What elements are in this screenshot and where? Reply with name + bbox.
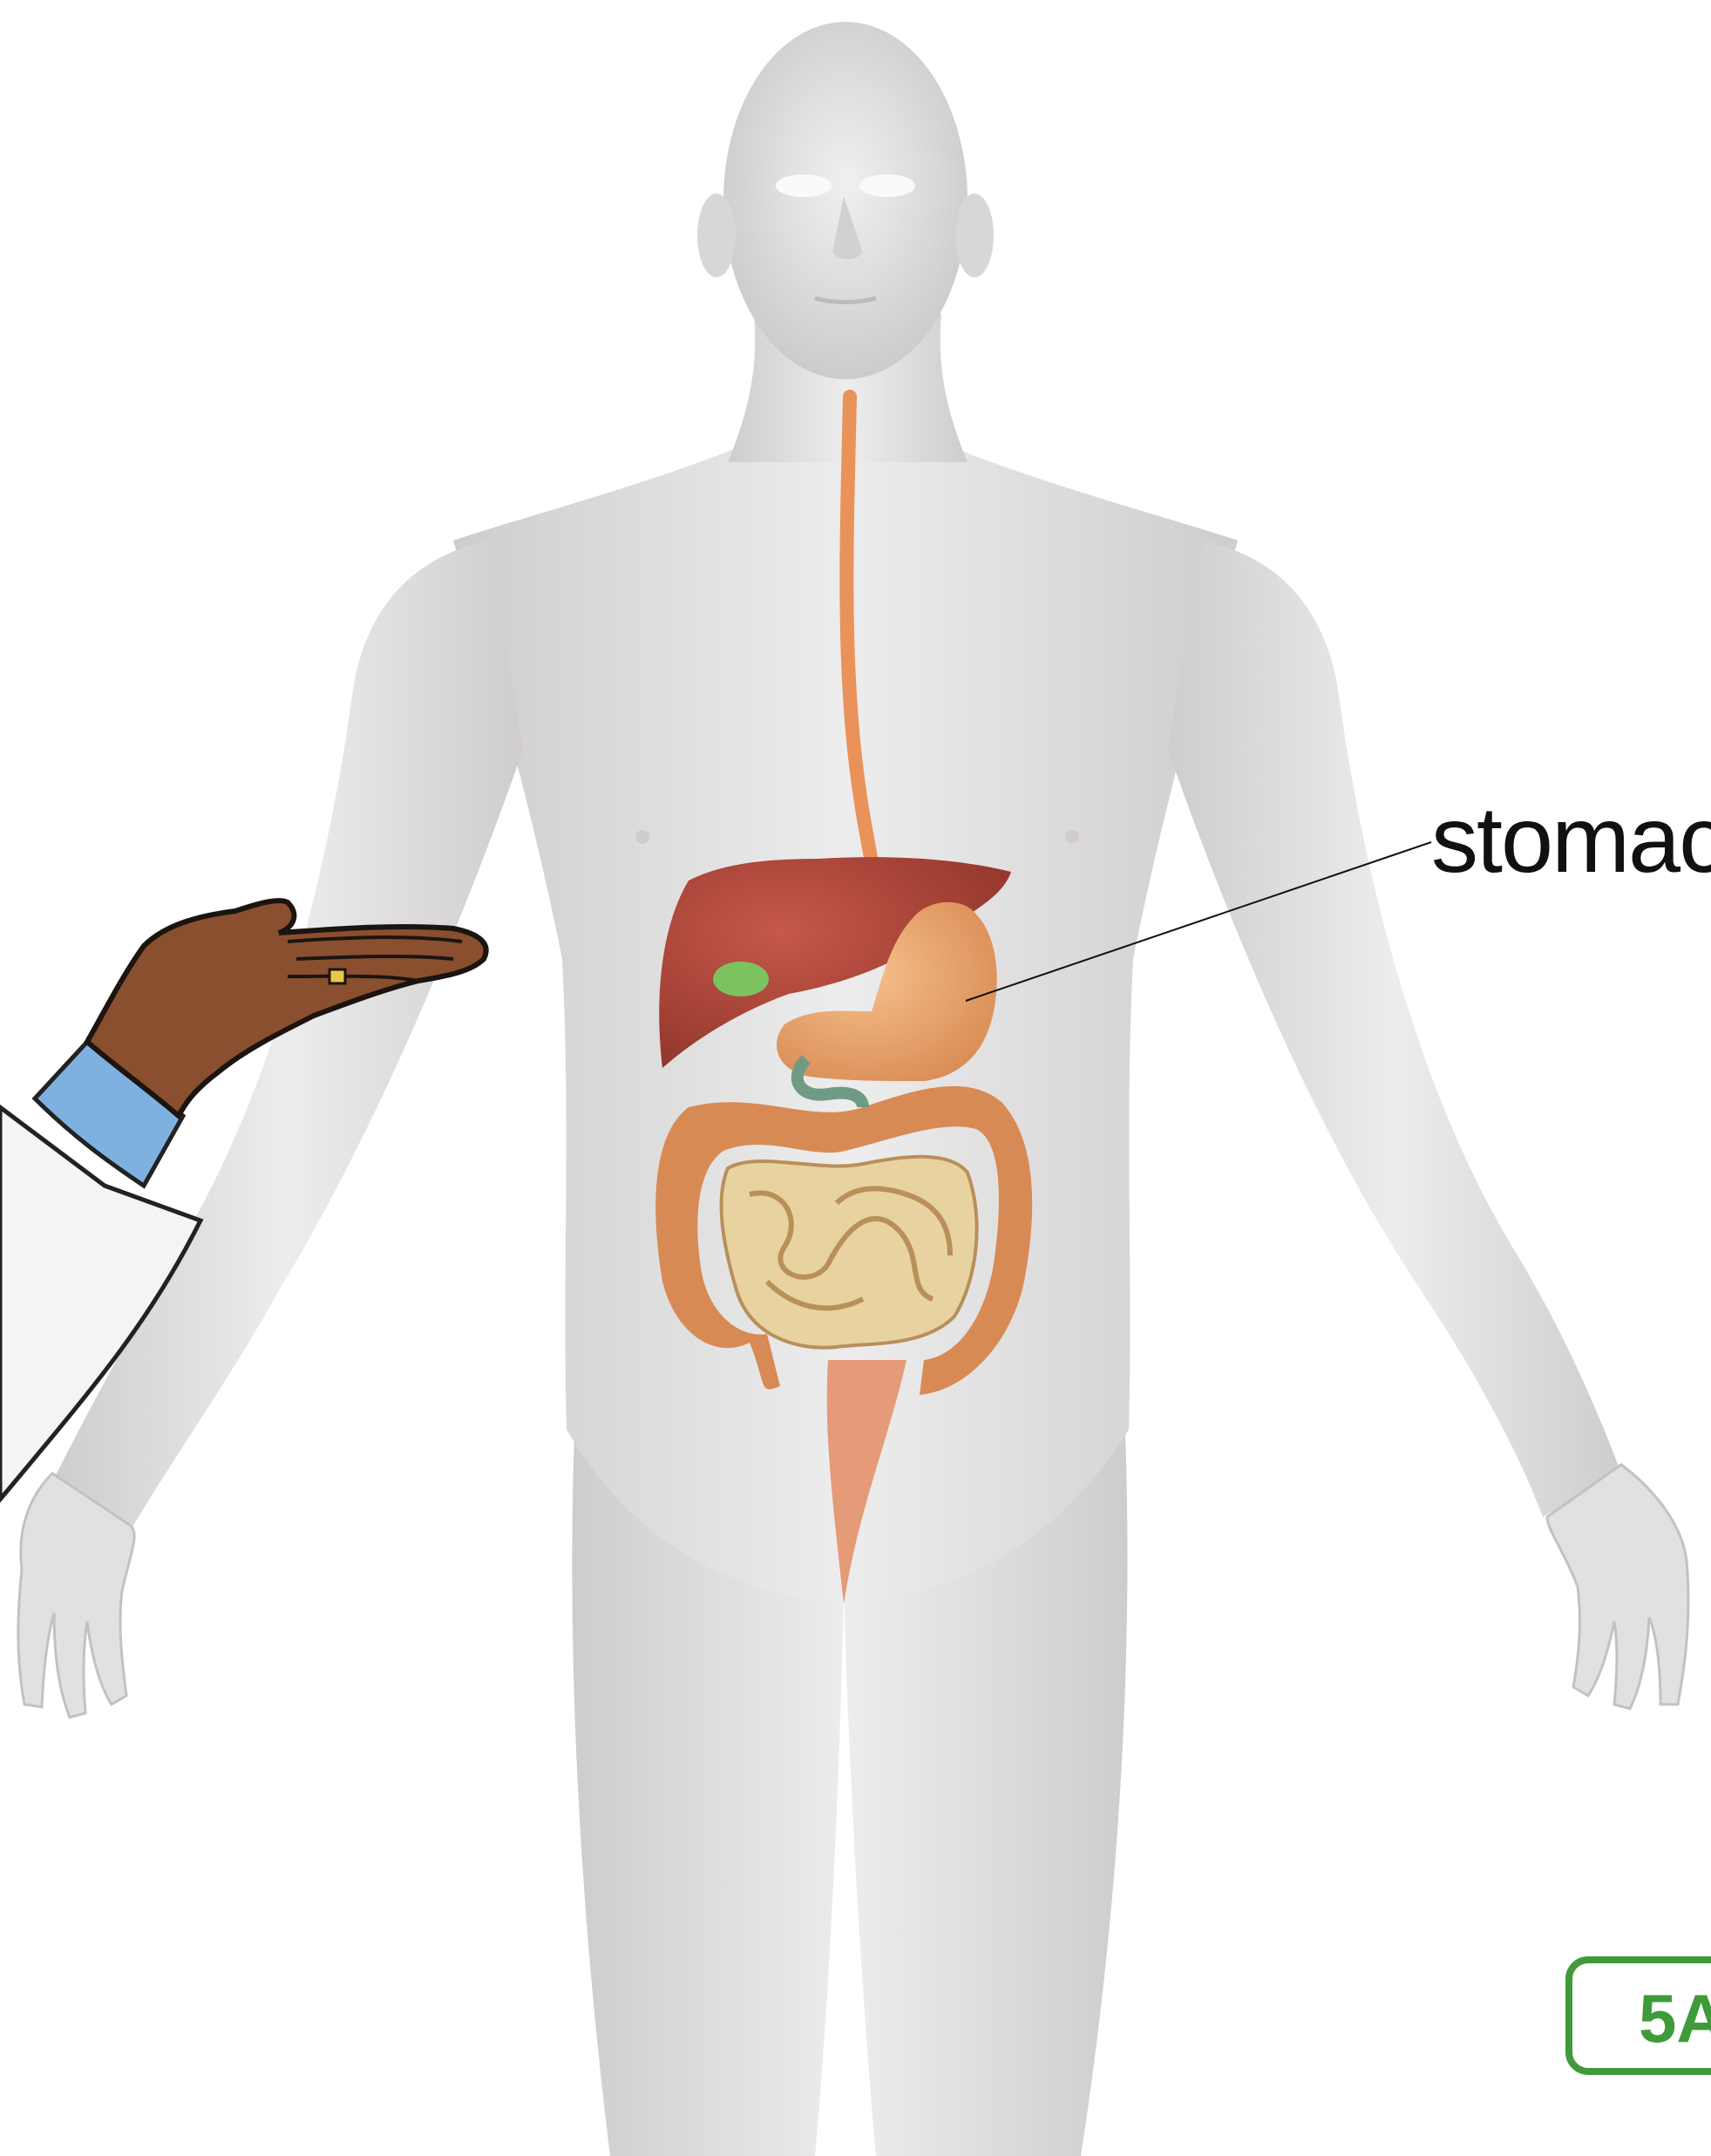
stomach-label: stomac: [1431, 786, 1711, 892]
left-nipple: [635, 830, 649, 844]
page-badge: 5A: [1569, 1960, 1711, 2071]
right-eye: [859, 174, 915, 197]
small-intestine: [722, 1157, 977, 1348]
right-arm: [1168, 541, 1621, 1517]
right-ear: [955, 194, 994, 277]
ring: [329, 969, 345, 983]
left-ear: [697, 194, 736, 277]
right-nipple: [1065, 830, 1079, 844]
gallbladder: [713, 962, 769, 996]
right-hand: [1547, 1465, 1688, 1709]
left-eye: [776, 174, 832, 197]
badge-label: 5A: [1639, 1980, 1711, 2057]
head: [723, 22, 968, 379]
